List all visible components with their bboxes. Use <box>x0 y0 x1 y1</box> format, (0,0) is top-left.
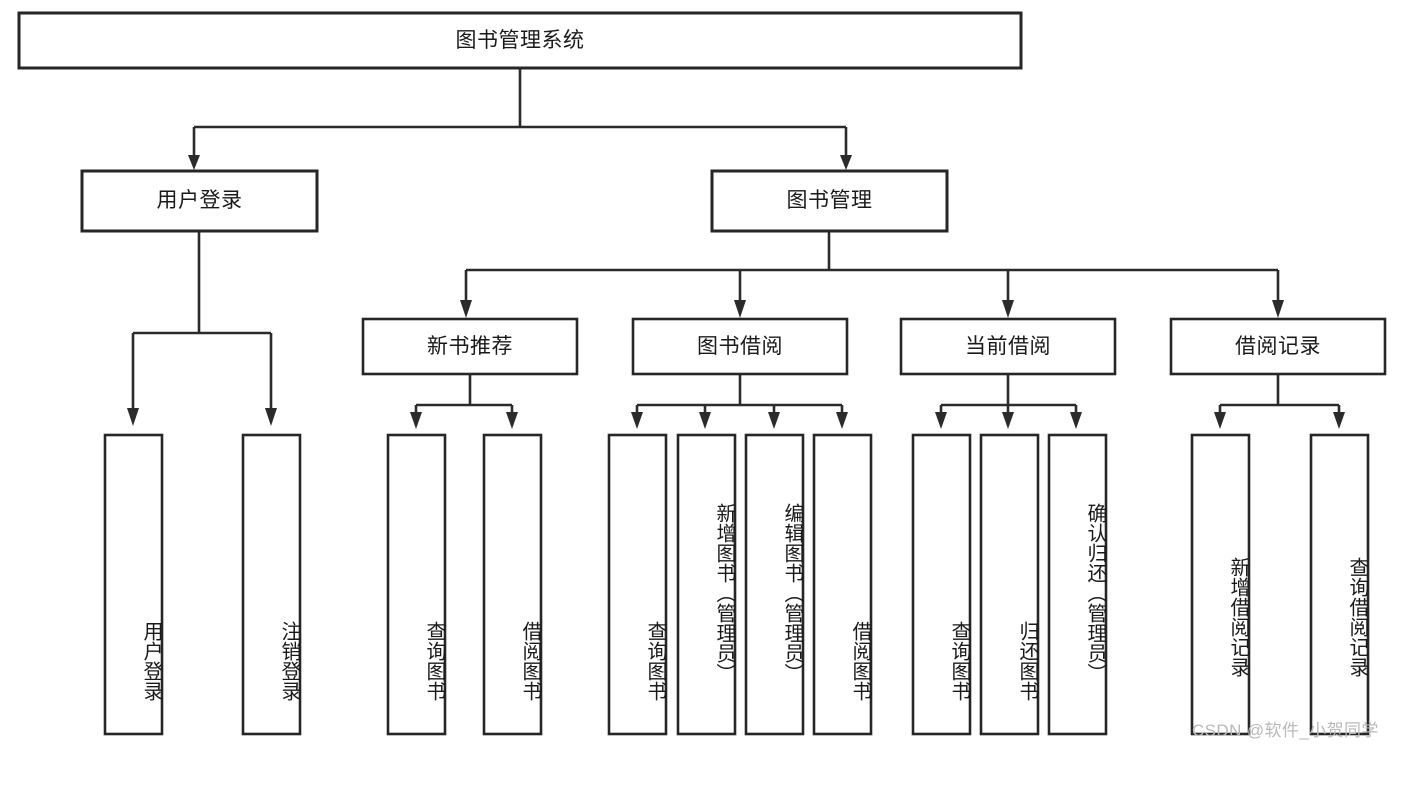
node-book-borrow[interactable] <box>631 317 849 376</box>
arrow-to-book-management <box>840 155 852 170</box>
node-book-management[interactable] <box>710 169 949 233</box>
node-leaf-user-login[interactable] <box>103 433 164 736</box>
node-leaf-return-book[interactable] <box>979 433 1040 736</box>
connector-root-to-level2 <box>192 68 848 155</box>
node-borrow-record[interactable] <box>1169 317 1387 376</box>
node-leaf-borrow-book-1[interactable] <box>482 433 543 736</box>
node-leaf-edit-book[interactable] <box>744 433 805 736</box>
connector-bookmgmt-to-level3 <box>464 232 1280 300</box>
node-leaf-query-book-1[interactable] <box>386 433 447 736</box>
node-user-login[interactable] <box>80 169 319 233</box>
node-root[interactable] <box>17 11 1023 70</box>
system-structure-diagram: 图书管理系统 用户登录 图书管理 新书推荐 图书借阅 当前借阅 借阅记录 用户登… <box>17 11 1387 740</box>
connector-currentborrow-to-leaves <box>935 375 1082 429</box>
connector-newbook-to-leaves <box>410 375 518 429</box>
connector-userlogin-to-leaves <box>127 232 277 426</box>
node-leaf-confirm-return[interactable] <box>1047 433 1108 736</box>
node-leaf-query-book-2[interactable] <box>607 433 668 736</box>
connector-borrowrecord-to-leaves <box>1214 375 1345 429</box>
node-leaf-add-borrow-record[interactable] <box>1190 433 1251 736</box>
connector-bookborrow-to-leaves <box>631 375 848 429</box>
node-leaf-query-borrow-record[interactable] <box>1309 433 1370 736</box>
arrow-to-user-login <box>188 155 200 170</box>
node-leaf-query-book-3[interactable] <box>911 433 972 736</box>
watermark-text: CSDN @软件_小贺同学 <box>1192 721 1379 740</box>
diagram-canvas <box>17 11 1387 736</box>
node-leaf-borrow-book-2[interactable] <box>812 433 873 736</box>
node-leaf-add-book[interactable] <box>676 433 737 736</box>
node-leaf-logout[interactable] <box>241 433 302 736</box>
arrows-level3 <box>460 300 1284 318</box>
node-new-book-recommend[interactable] <box>361 317 579 376</box>
node-current-borrow[interactable] <box>899 317 1117 376</box>
